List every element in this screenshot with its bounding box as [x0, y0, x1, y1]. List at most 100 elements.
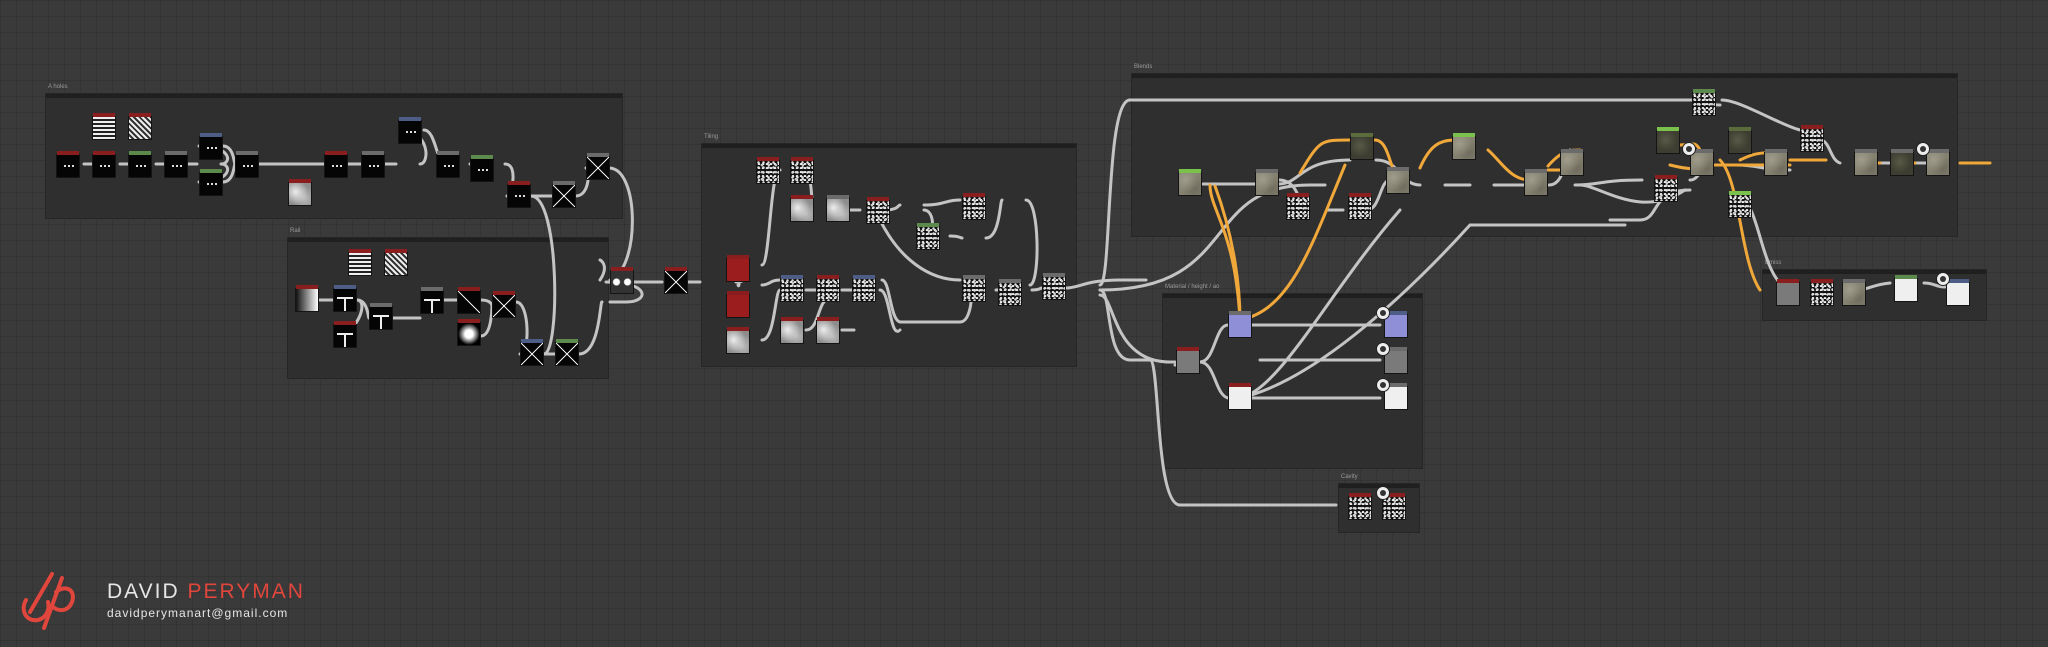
graph-node[interactable]: [1728, 127, 1752, 154]
graph-node[interactable]: [457, 287, 481, 314]
graph-node[interactable]: [470, 155, 494, 182]
graph-node[interactable]: [1692, 89, 1716, 116]
graph-node[interactable]: [1764, 149, 1788, 176]
output-node-icon[interactable]: [1376, 306, 1390, 320]
output-node-icon[interactable]: [1936, 272, 1950, 286]
graph-node[interactable]: [1656, 127, 1680, 154]
graph-node[interactable]: [520, 339, 544, 366]
graph-node[interactable]: [866, 197, 890, 224]
frame-title: Rail: [290, 228, 301, 234]
output-node-icon[interactable]: [1376, 342, 1390, 356]
graph-node[interactable]: [790, 195, 814, 222]
graph-node[interactable]: [1255, 169, 1279, 196]
graph-node[interactable]: [420, 287, 444, 314]
output-node-icon[interactable]: [1916, 142, 1930, 156]
graph-node[interactable]: [756, 157, 780, 184]
frame-title: Emiss: [1765, 260, 1782, 266]
graph-node[interactable]: [295, 285, 319, 312]
graph-node[interactable]: [610, 267, 634, 294]
graph-node[interactable]: [398, 117, 422, 144]
graph-node[interactable]: [164, 151, 188, 178]
graph-node[interactable]: [1800, 125, 1824, 152]
graph-node[interactable]: [457, 319, 481, 346]
graph-node[interactable]: [1894, 275, 1918, 302]
dp-monogram-icon: [21, 572, 75, 630]
graph-node[interactable]: [1382, 493, 1406, 520]
graph-node[interactable]: [369, 303, 393, 330]
graph-node[interactable]: [1176, 347, 1200, 374]
graph-node[interactable]: [664, 267, 688, 294]
graph-node[interactable]: [288, 179, 312, 206]
graph-node[interactable]: [916, 223, 940, 250]
frame-title: Material / height / ao: [1165, 284, 1220, 290]
graph-node[interactable]: [324, 151, 348, 178]
graph-node[interactable]: [726, 327, 750, 354]
graph-node[interactable]: [361, 151, 385, 178]
graph-node[interactable]: [1042, 273, 1066, 300]
graph-node[interactable]: [199, 169, 223, 196]
graph-node[interactable]: [507, 181, 531, 208]
graph-node[interactable]: [1348, 493, 1372, 520]
graph-node[interactable]: [1810, 279, 1834, 306]
brand-name: DAVID PERYMAN: [107, 580, 305, 604]
graph-node[interactable]: [1286, 193, 1310, 220]
brand-email: davidperymanart@gmail.com: [107, 606, 289, 620]
graph-node[interactable]: [492, 291, 516, 318]
graph-node[interactable]: [199, 133, 223, 160]
graph-node[interactable]: [1228, 311, 1252, 338]
frame-blends: Blends: [1132, 64, 1957, 236]
graph-node[interactable]: [1890, 149, 1914, 176]
brand-first-name: DAVID: [107, 580, 180, 603]
graph-node[interactable]: [1946, 279, 1970, 306]
graph-node[interactable]: [826, 195, 850, 222]
graph-node[interactable]: [1350, 133, 1374, 160]
output-node-icon[interactable]: [1376, 486, 1390, 500]
frame-title: A holes: [48, 84, 68, 90]
graph-node[interactable]: [384, 249, 408, 276]
graph-node[interactable]: [780, 317, 804, 344]
graph-node[interactable]: [1524, 169, 1548, 196]
graph-node[interactable]: [998, 279, 1022, 306]
graph-node[interactable]: [56, 151, 80, 178]
graph-node[interactable]: [333, 285, 357, 312]
graph-node[interactable]: [1776, 279, 1800, 306]
graph-node[interactable]: [1728, 191, 1752, 218]
graph-node[interactable]: [1690, 149, 1714, 176]
graph-node[interactable]: [1654, 175, 1678, 202]
graph-node[interactable]: [1842, 279, 1866, 306]
graph-node[interactable]: [552, 181, 576, 208]
graph-node[interactable]: [962, 275, 986, 302]
graph-node[interactable]: [92, 113, 116, 140]
graph-node[interactable]: [1854, 149, 1878, 176]
graph-node[interactable]: [1228, 383, 1252, 410]
graph-node[interactable]: [1386, 167, 1410, 194]
graph-node[interactable]: [586, 153, 610, 180]
graph-node[interactable]: [1452, 133, 1476, 160]
graph-node[interactable]: [816, 317, 840, 344]
graph-node[interactable]: [726, 291, 750, 318]
frame-title: Cavity: [1341, 474, 1358, 480]
frame-title: Tiling: [704, 134, 719, 140]
graph-node[interactable]: [1560, 149, 1584, 176]
frame-title: Blends: [1134, 64, 1153, 70]
graph-node[interactable]: [436, 151, 460, 178]
graph-node[interactable]: [235, 151, 259, 178]
graph-node[interactable]: [555, 339, 579, 366]
brand-last-name: PERYMAN: [187, 580, 305, 603]
graph-node[interactable]: [348, 249, 372, 276]
graph-node[interactable]: [780, 275, 804, 302]
graph-node[interactable]: [1926, 149, 1950, 176]
graph-node[interactable]: [726, 255, 750, 282]
graph-node[interactable]: [128, 113, 152, 140]
graph-node[interactable]: [1178, 169, 1202, 196]
graph-node[interactable]: [1348, 193, 1372, 220]
graph-node[interactable]: [816, 275, 840, 302]
output-node-icon[interactable]: [1376, 378, 1390, 392]
graph-node[interactable]: [790, 157, 814, 184]
graph-node[interactable]: [852, 275, 876, 302]
graph-node[interactable]: [962, 193, 986, 220]
graph-node[interactable]: [92, 151, 116, 178]
graph-node[interactable]: [128, 151, 152, 178]
output-node-icon[interactable]: [1682, 142, 1696, 156]
graph-node[interactable]: [333, 321, 357, 348]
